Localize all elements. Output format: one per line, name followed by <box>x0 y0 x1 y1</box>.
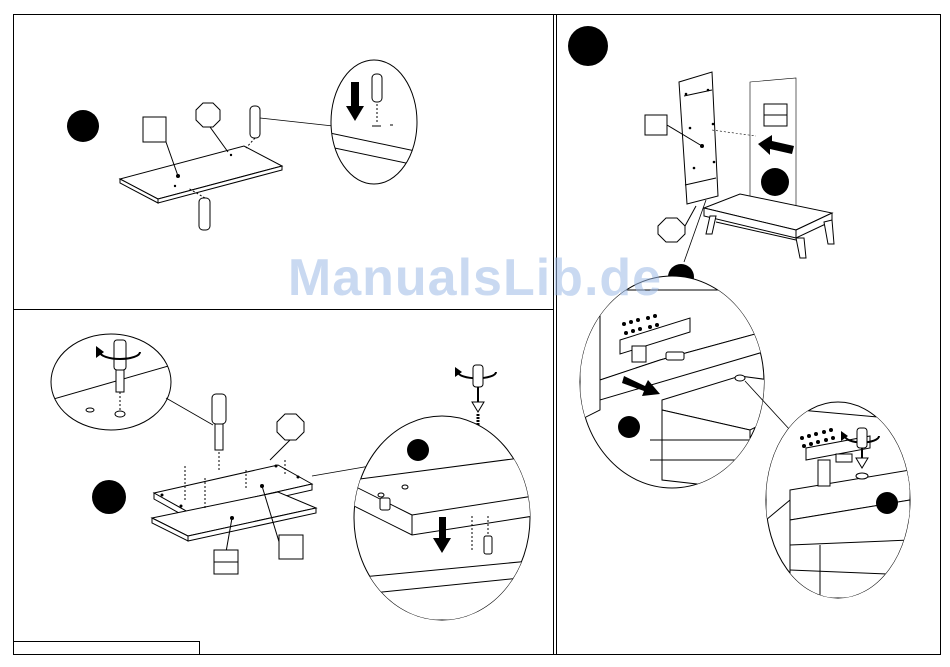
step-marker-icon <box>761 168 789 196</box>
panel-board <box>152 465 316 541</box>
part-label-icon <box>645 115 667 135</box>
detail-callout-icon <box>330 60 420 184</box>
step-marker-icon <box>876 492 898 514</box>
cam-bolt <box>212 394 226 450</box>
panel-board <box>120 146 282 203</box>
step-panel-bottom-left <box>50 334 540 620</box>
detail-callout-icon <box>580 276 770 490</box>
step-marker-icon <box>568 26 608 66</box>
detail-callout-icon <box>766 402 910 598</box>
step-panel-top-left <box>67 60 420 230</box>
step-marker-icon <box>618 416 640 438</box>
detail-callout-icon <box>352 416 540 620</box>
hardware-octagon-icon <box>658 218 685 242</box>
step-marker-icon <box>67 110 99 142</box>
part-label-icon <box>143 117 166 142</box>
step-marker-icon <box>92 480 126 514</box>
bench-base <box>704 194 834 258</box>
part-label-icon <box>279 535 303 559</box>
detail-callout-icon <box>50 334 172 430</box>
side-panel <box>679 72 718 204</box>
hardware-octagon-icon <box>196 103 220 127</box>
step-marker-icon <box>407 439 429 461</box>
hardware-octagon-icon <box>277 414 304 440</box>
step-panel-right <box>568 26 910 598</box>
